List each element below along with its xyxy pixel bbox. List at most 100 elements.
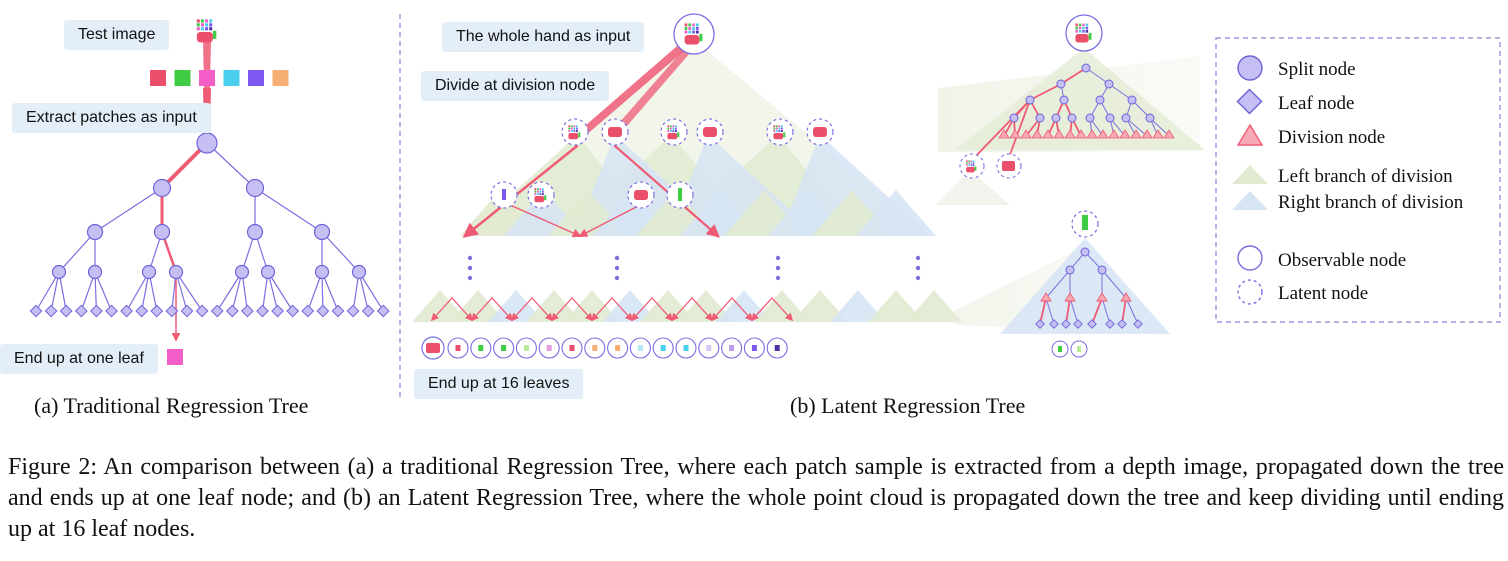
- patch-square: [150, 70, 166, 86]
- tree-edge: [1085, 67, 1110, 85]
- hand-finger-segment: [972, 160, 975, 163]
- split-node: [245, 178, 265, 198]
- node-hand-icon: [568, 125, 581, 140]
- division-arrow: [731, 297, 754, 322]
- hand-finger-segment: [205, 27, 209, 31]
- patch-square: [199, 70, 215, 86]
- hand-finger-segment: [575, 127, 578, 130]
- leaf-node: [59, 304, 73, 318]
- hand-finger-segment: [1085, 26, 1089, 30]
- hand-finger-segment: [688, 23, 692, 27]
- split-node: [168, 264, 184, 280]
- leaf-node: [1117, 319, 1127, 329]
- split-node: [51, 264, 67, 280]
- legend: Split node Leaf node Division node Left …: [1215, 37, 1501, 323]
- split-node: [1067, 113, 1077, 123]
- ellipsis-dot: [467, 265, 473, 271]
- hand-finger-segment: [1075, 23, 1078, 27]
- leaf-node: [29, 304, 43, 318]
- hand-finger-segment: [780, 130, 783, 133]
- hand-finger-segment: [1085, 30, 1089, 33]
- split-node: [1081, 63, 1091, 73]
- hand-icon: [684, 23, 703, 45]
- legend-label-leaf: Leaf node: [1278, 93, 1354, 114]
- split-node: [1104, 79, 1114, 89]
- division-node: [1086, 129, 1098, 139]
- hand-finger-segment: [669, 130, 672, 133]
- hand-finger-segment: [672, 130, 675, 133]
- tree-edge: [358, 271, 384, 312]
- division-node: [1163, 129, 1175, 139]
- split-node: [314, 264, 330, 280]
- hand-finger-segment: [778, 125, 781, 128]
- split-node: [1035, 113, 1045, 123]
- latent-nodes: [490, 13, 834, 209]
- hand-finger-segment: [970, 162, 973, 165]
- hand-finger-segment: [669, 127, 672, 130]
- division-node-icon: [1236, 123, 1264, 146]
- subtree-hand-icon: [1075, 23, 1092, 43]
- split-node: [1051, 113, 1061, 123]
- division-edge: [1029, 83, 1062, 101]
- hand-palm: [966, 167, 975, 173]
- palm-icon: [608, 127, 622, 137]
- division-node: [1040, 292, 1052, 302]
- division-arrow: [630, 297, 653, 322]
- hand-finger-segment: [966, 162, 968, 165]
- hand-finger-segment: [972, 162, 975, 165]
- leaf-node: [150, 304, 164, 318]
- tree-edge: [175, 271, 203, 312]
- hand-finger-segment: [570, 130, 573, 133]
- leaf-patch-icon: [523, 345, 529, 351]
- division-node: [1031, 129, 1043, 139]
- split-node: [153, 223, 171, 241]
- leaf-node: [210, 304, 224, 318]
- division-node: [1141, 129, 1153, 139]
- ellipsis-dot: [775, 265, 781, 271]
- tree-edge: [206, 142, 256, 189]
- division-node: [1064, 292, 1076, 302]
- hand-finger-segment: [575, 125, 578, 128]
- tree-edge: [1101, 297, 1111, 325]
- callout-end-16-leaves: End up at 16 leaves: [414, 369, 584, 399]
- hand-finger-segment: [966, 160, 968, 163]
- leaf-patch-icon: [637, 345, 643, 351]
- division-arrow: [509, 204, 582, 238]
- node-hand-icon: [534, 188, 547, 203]
- leaf-patch-icon: [478, 345, 484, 351]
- hand-thumb: [677, 132, 680, 138]
- panel-a-traditional-tree: [29, 19, 390, 365]
- tree-edge: [35, 271, 60, 312]
- division-wedge: [612, 42, 696, 134]
- division-arrow: [451, 297, 474, 322]
- hand-finger-segment: [1075, 30, 1078, 33]
- left-branch-triangle: [868, 290, 924, 322]
- leaf-node: [316, 304, 330, 318]
- split-node: [86, 223, 104, 241]
- hand-finger-segment: [684, 23, 688, 27]
- hand-finger-segment: [688, 30, 692, 34]
- leaf-node: [180, 304, 194, 318]
- ellipsis-dot: [614, 275, 620, 281]
- tree-edge: [94, 187, 163, 233]
- split-node: [152, 178, 172, 198]
- leaf-node: [331, 304, 345, 318]
- node-hand-icon: [634, 190, 648, 200]
- division-node: [1108, 129, 1120, 139]
- hand-palm: [196, 32, 213, 43]
- split-node: [1105, 113, 1115, 123]
- node-hand-icon: [813, 127, 827, 137]
- hand-finger-segment: [970, 164, 973, 167]
- hand-finger-segment: [966, 164, 968, 167]
- hand-thumb: [783, 132, 786, 138]
- hand-finger-segment: [684, 27, 688, 30]
- division-arrow: [550, 297, 573, 322]
- hand-finger-segment: [1078, 26, 1082, 30]
- panel-b-latent-tree: [412, 13, 962, 360]
- hand-thumb: [699, 33, 703, 42]
- division-node: [1020, 129, 1032, 139]
- hand-finger-segment: [573, 125, 576, 128]
- hand-finger-segment: [674, 127, 677, 130]
- hand-finger-segment: [200, 27, 204, 31]
- division-edge: [1091, 297, 1103, 325]
